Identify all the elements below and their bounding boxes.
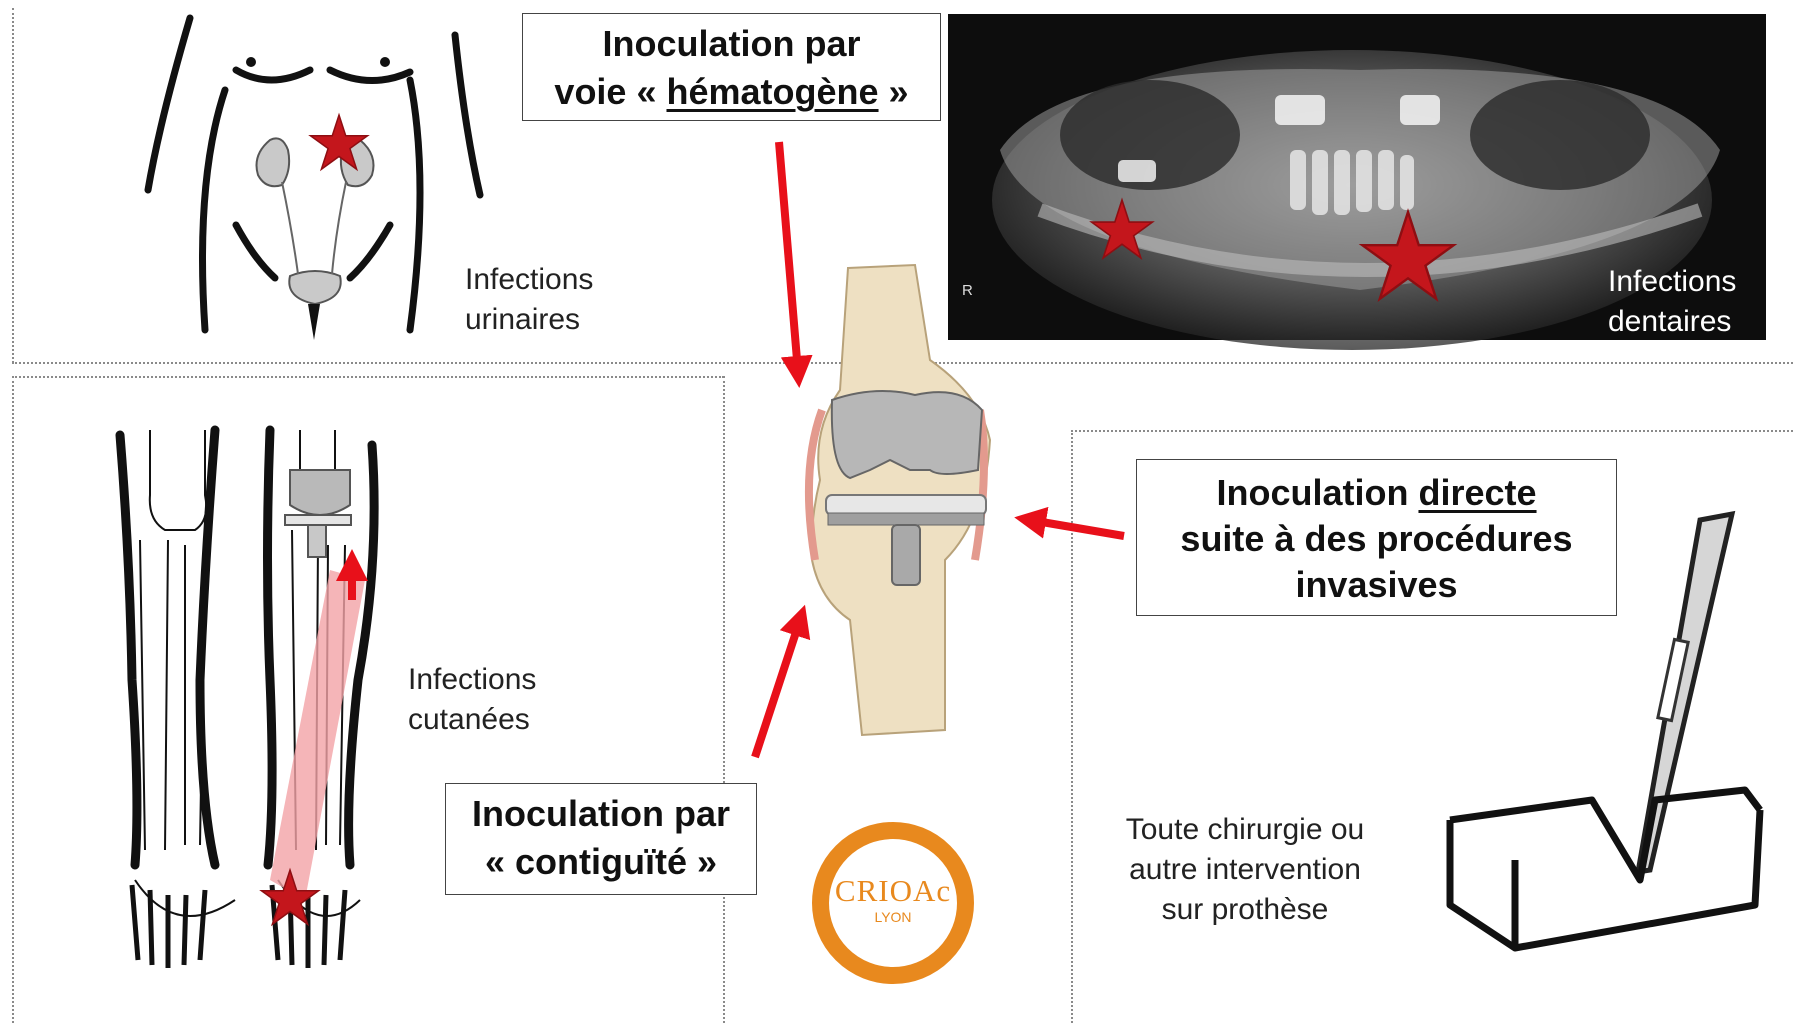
logo-sub-text: LYON bbox=[829, 909, 957, 925]
hematogene-line1: Inoculation par bbox=[523, 20, 940, 68]
arrow-hematogene bbox=[779, 142, 798, 372]
arrow-directe bbox=[1030, 520, 1124, 536]
directe-line2: suite à des procédures bbox=[1137, 516, 1616, 562]
label-urinary-infections: Infections urinaires bbox=[465, 260, 593, 340]
directe-box: Inoculation directe suite à des procédur… bbox=[1136, 459, 1617, 616]
directe-line3: invasives bbox=[1137, 562, 1616, 608]
crioac-logo: CRIOAc LYON bbox=[812, 822, 974, 984]
label-surgery: Toute chirurgie ou autre intervention su… bbox=[1100, 810, 1390, 930]
hematogene-line2: voie « hématogène » bbox=[523, 68, 940, 116]
directe-line1: Inoculation directe bbox=[1137, 470, 1616, 516]
contiguite-box: Inoculation par « contiguïté » bbox=[445, 783, 757, 895]
contiguite-line1: Inoculation par bbox=[446, 790, 756, 838]
hematogene-box: Inoculation par voie « hématogène » bbox=[522, 13, 941, 121]
contiguite-line2: « contiguïté » bbox=[446, 838, 756, 886]
logo-main-text: CRIOAc bbox=[829, 873, 957, 909]
arrow-contiguite bbox=[755, 620, 800, 757]
label-dental-infections: Infections dentaires bbox=[1608, 262, 1736, 342]
label-skin-infections: Infections cutanées bbox=[408, 660, 536, 740]
